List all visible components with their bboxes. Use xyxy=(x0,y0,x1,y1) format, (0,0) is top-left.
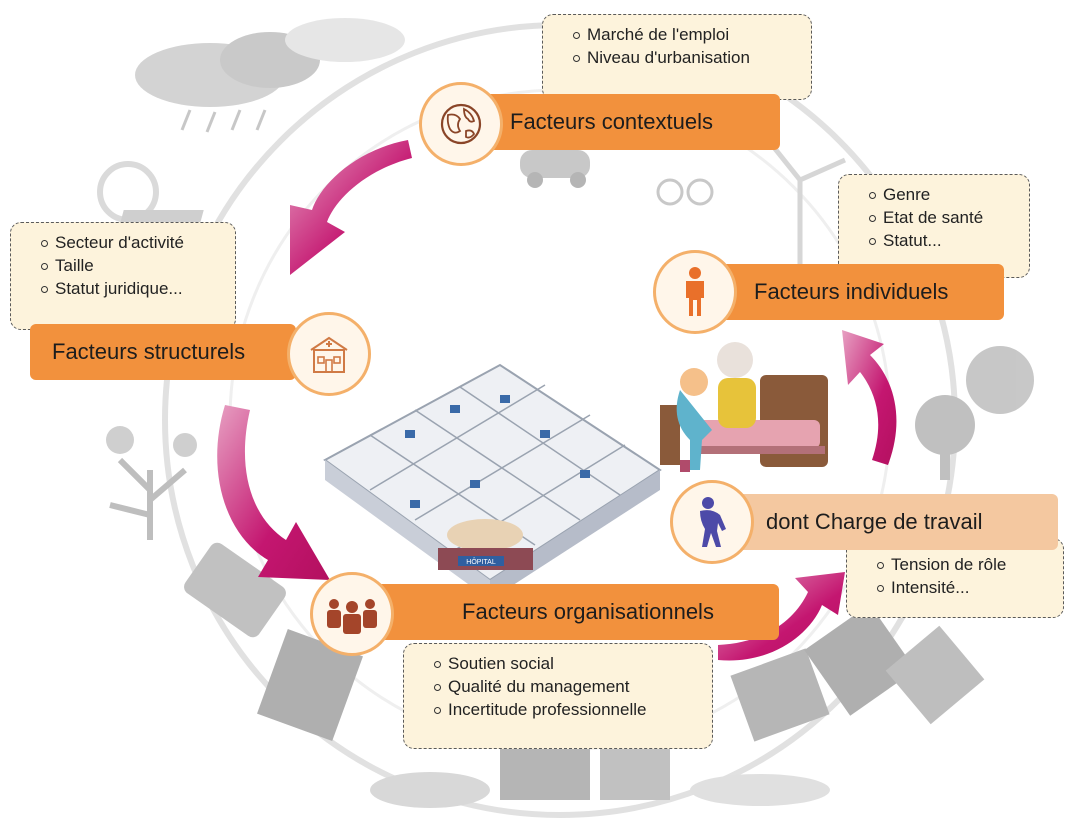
list-item: Statut... xyxy=(869,229,1019,252)
person-icon xyxy=(653,250,737,334)
list-item: Etat de santé xyxy=(869,206,1019,229)
structural-factors-banner: Facteurs structurels xyxy=(30,324,296,380)
arrow-organisation-to-workload xyxy=(718,572,845,661)
workload-factors-list: Tension de rôle Intensité... xyxy=(846,538,1064,618)
list-item: Genre xyxy=(869,183,1019,206)
structural-factors-list: Secteur d'activité Taille Statut juridiq… xyxy=(10,222,236,330)
list-item: Tension de rôle xyxy=(877,553,1053,576)
contextual-factors-title: Facteurs contextuels xyxy=(510,109,713,134)
organizational-factors-banner: Facteurs organisationnels xyxy=(357,584,779,640)
globe-icon xyxy=(419,82,503,166)
workload-title: dont Charge de travail xyxy=(766,509,983,534)
arrow-structure-to-organisation xyxy=(217,405,330,580)
workload-banner: dont Charge de travail xyxy=(722,494,1058,550)
list-item: Marché de l'emploi xyxy=(573,23,801,46)
list-item: Niveau d'urbanisation xyxy=(573,46,801,69)
contextual-factors-list: Marché de l'emploi Niveau d'urbanisation xyxy=(542,14,812,100)
individual-factors-title: Facteurs individuels xyxy=(754,279,949,304)
hospital-building-icon xyxy=(287,312,371,396)
list-item: Soutien social xyxy=(434,652,702,675)
list-item: Statut juridique... xyxy=(41,277,225,300)
list-item: Intensité... xyxy=(877,576,1053,599)
group-icon xyxy=(310,572,394,656)
structural-factors-title: Facteurs structurels xyxy=(52,339,246,364)
list-item: Incertitude professionnelle xyxy=(434,698,702,721)
list-item: Secteur d'activité xyxy=(41,231,225,254)
list-item: Qualité du management xyxy=(434,675,702,698)
organizational-factors-title: Facteurs organisationnels xyxy=(462,599,714,624)
cycle-arrows xyxy=(217,140,897,661)
organizational-factors-list: Soutien social Qualité du management Inc… xyxy=(403,643,713,749)
list-item: Taille xyxy=(41,254,225,277)
individual-factors-banner: Facteurs individuels xyxy=(712,264,1004,320)
individual-factors-list: Genre Etat de santé Statut... xyxy=(838,174,1030,278)
tired-worker-icon xyxy=(670,480,754,564)
contextual-factors-banner: Facteurs contextuels xyxy=(480,94,780,150)
elderly-care-illustration xyxy=(660,342,828,472)
hospital-floor-plan-illustration: HÔPITAL xyxy=(323,363,662,600)
arrow-workload-to-individual xyxy=(842,330,897,465)
hospital-sign: HÔPITAL xyxy=(466,557,496,566)
arrow-context-to-structure xyxy=(290,140,412,275)
